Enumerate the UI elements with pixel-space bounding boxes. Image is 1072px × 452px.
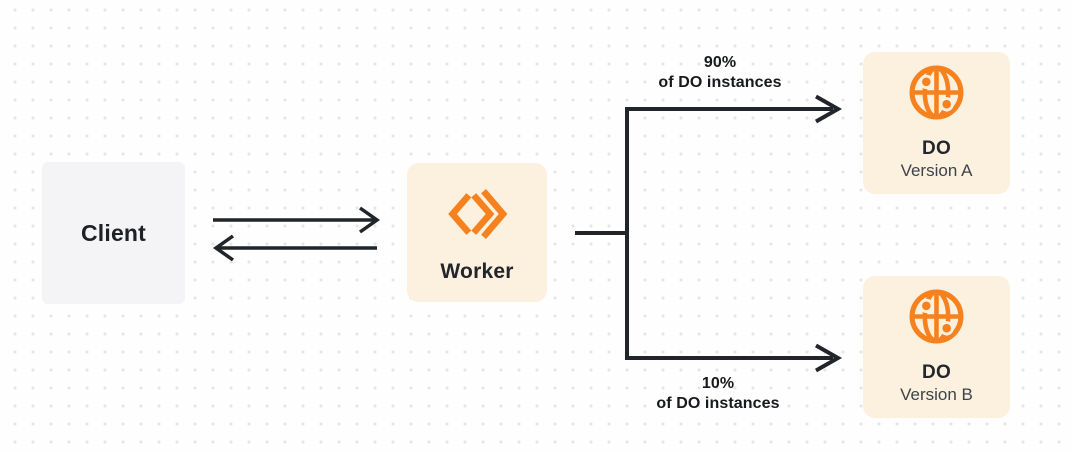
worker-label: Worker (440, 260, 514, 283)
traffic-split-connector (575, 94, 843, 373)
durable-object-globe-icon (909, 289, 964, 344)
split-bottom-label: 10% of DO instances (656, 374, 779, 414)
do-version-a-node: DO Version A (863, 52, 1010, 194)
durable-object-globe-icon (909, 65, 964, 120)
split-bottom-caption: of DO instances (656, 395, 780, 412)
client-node: Client (42, 162, 185, 304)
do-a-subtitle: Version A (900, 161, 973, 180)
client-label: Client (80, 219, 147, 246)
do-version-b-node: DO Version B (863, 276, 1010, 418)
worker-node: Worker (407, 163, 547, 302)
split-top-label: 90% of DO instances (658, 53, 781, 93)
split-bottom-percent: 10% (701, 375, 735, 392)
do-b-subtitle: Version B (900, 385, 973, 404)
worker-to-client-arrow (212, 234, 377, 262)
client-to-worker-arrow (213, 206, 381, 234)
workers-chevrons-icon (448, 189, 508, 239)
split-top-percent: 90% (703, 54, 737, 71)
split-top-caption: of DO instances (658, 74, 782, 91)
do-a-title: DO (921, 138, 952, 159)
do-b-title: DO (921, 362, 952, 383)
